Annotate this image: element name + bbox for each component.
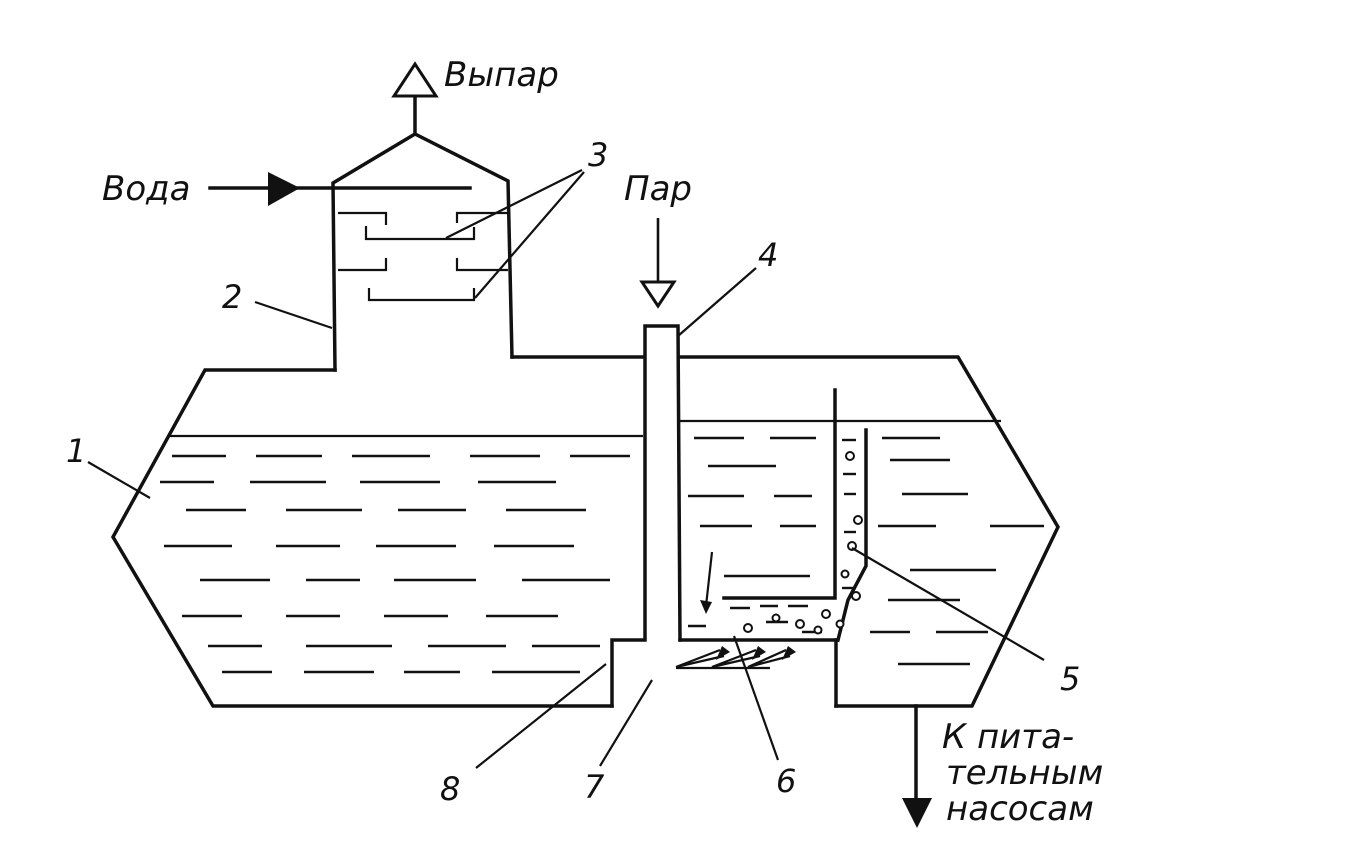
water-inlet-arrow-icon: [268, 172, 300, 206]
callout-4: 4: [758, 236, 778, 274]
steam-inlet-arrow-icon: [639, 280, 677, 309]
callout-7: 7: [584, 768, 605, 806]
deaeration-column: [331, 132, 514, 372]
feedwater-outlet-arrow-icon: [902, 798, 932, 828]
steam-label: Пар: [624, 169, 692, 209]
vapor-label: Выпар: [444, 55, 559, 95]
leader-8: [475, 663, 607, 769]
vapor-outlet-arrow-icon: [391, 61, 439, 98]
leader-2: [254, 300, 333, 330]
perforated-trays: [338, 211, 508, 302]
bubbling-channel-outer: [835, 428, 868, 643]
leader-4: [677, 267, 757, 337]
callout-5: 5: [1060, 660, 1080, 698]
leader-1: [87, 461, 151, 499]
leader-6: [732, 635, 780, 761]
steam-flow-arrows: [675, 551, 796, 670]
water-label: Вода: [102, 169, 190, 209]
pumps-label-line1: К пита-: [942, 717, 1074, 757]
water-hatching: [160, 436, 1044, 674]
callout-8: 8: [440, 770, 460, 808]
leader-7: [599, 679, 653, 767]
pumps-label-line2: тельным: [946, 753, 1103, 793]
bubbling-channel: [722, 388, 837, 600]
steam-bubbles: [743, 451, 863, 635]
callout-6: 6: [776, 762, 796, 800]
callout-3: 3: [588, 136, 608, 174]
callout-1: 1: [66, 432, 86, 470]
leader-3a: [445, 169, 583, 239]
callout-2: 2: [222, 278, 242, 316]
steam-pipe: [643, 324, 682, 642]
tank-outline: [110, 355, 1060, 708]
leader-3b: [474, 171, 585, 299]
leader-5: [851, 547, 1045, 661]
pumps-label-line3: насосам: [946, 789, 1094, 829]
channel-hatching: [760, 438, 856, 608]
steam-box: [610, 638, 647, 708]
